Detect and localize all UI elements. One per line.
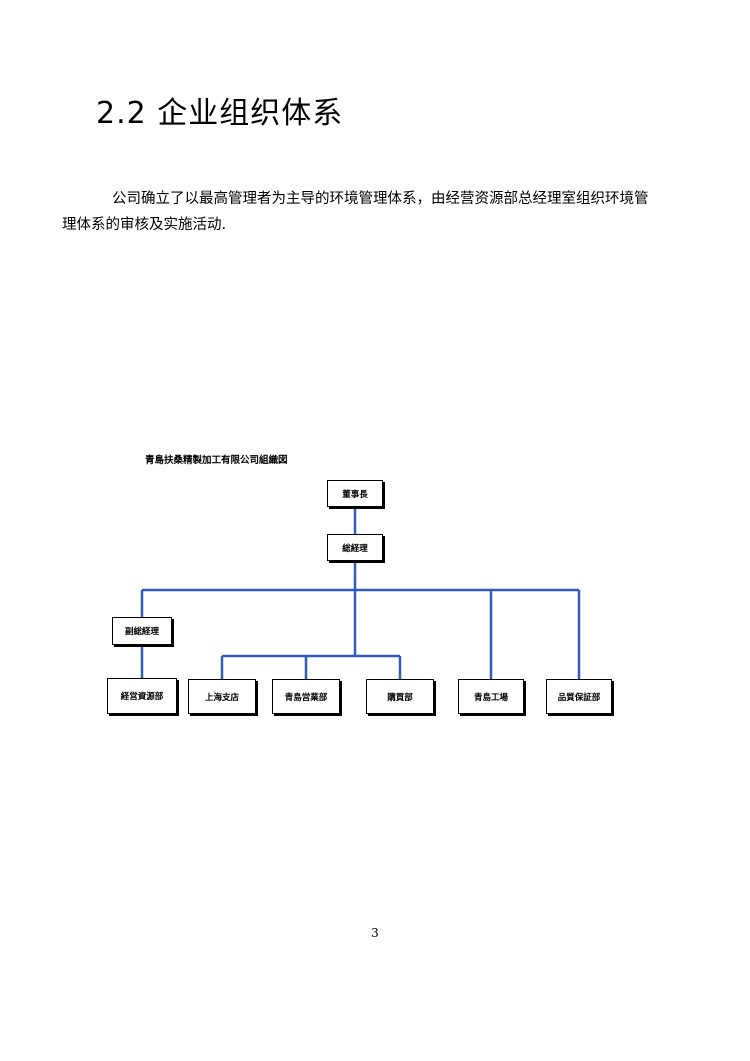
- node-chairman: 董事長: [327, 480, 383, 507]
- node-general-manager: 総経理: [327, 534, 383, 561]
- node-quality-assurance: 品質保証部: [546, 679, 612, 714]
- node-qingdao-sales: 青島営業部: [272, 679, 340, 714]
- node-qingdao-factory: 青島工場: [458, 679, 524, 714]
- body-paragraph: 公司确立了以最高管理者为主导的环境管理体系，由经营资源部总经理室组织环境管理体系…: [62, 191, 649, 233]
- page-number: 3: [371, 926, 379, 940]
- org-chart-title: 青島扶桑精製加工有限公司組織図: [145, 455, 288, 466]
- section-heading: 2.2 企业组织体系: [96, 96, 344, 131]
- node-purchasing: 購買部: [366, 679, 434, 714]
- node-shanghai-branch: 上海支店: [188, 679, 256, 714]
- node-deputy-general-manager: 副総経理: [112, 617, 172, 645]
- node-business-resources: 経営資源部: [107, 678, 177, 714]
